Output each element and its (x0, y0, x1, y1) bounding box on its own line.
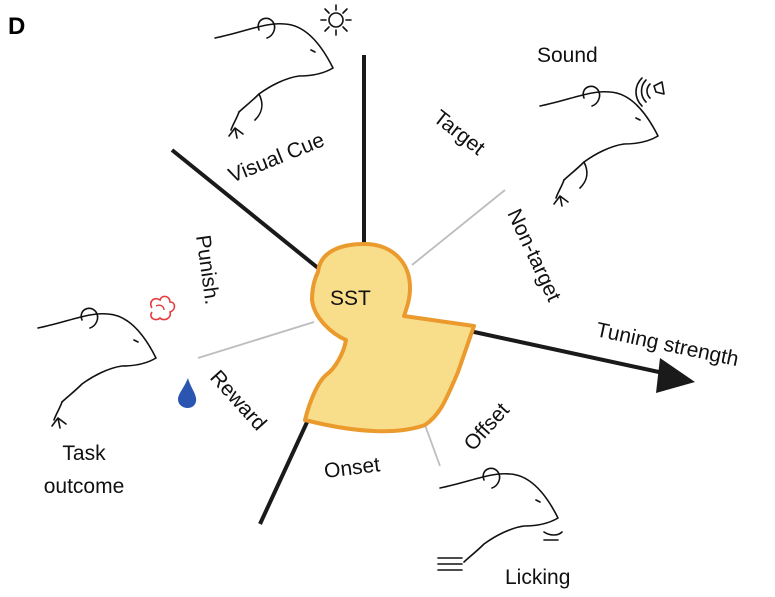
spoke-target (412, 190, 505, 265)
group-sound: Sound (537, 44, 598, 67)
spoke-offset (425, 425, 440, 466)
tuning-strength-arrowhead (656, 358, 695, 393)
label-reward: Reward (205, 366, 271, 435)
label-offset: Offset (460, 398, 514, 455)
sst-label: SST (330, 287, 371, 310)
mouse-icon-visual (215, 18, 333, 138)
group-task-outcome-2: outcome (44, 475, 125, 498)
water-drop-icon (178, 378, 196, 408)
mouse-icon-licking (438, 468, 562, 570)
speaker-icon (636, 78, 664, 106)
spoke-onset (260, 420, 308, 524)
label-target: Target (429, 106, 489, 160)
sun-icon (321, 5, 351, 35)
label-visual-cue: Visual Cue (225, 128, 327, 187)
sst-tuning-shape (305, 244, 474, 431)
label-non-target: Non-target (502, 205, 565, 305)
mouse-icon-task-outcome (38, 308, 156, 428)
label-punish: Punish. (191, 233, 224, 306)
panel-label: D (8, 13, 25, 40)
spoke-punish (198, 322, 314, 358)
air-puff-icon (151, 296, 175, 319)
label-onset: Onset (323, 453, 382, 483)
group-licking: Licking (505, 566, 570, 589)
group-task-outcome-1: Task (62, 442, 106, 465)
